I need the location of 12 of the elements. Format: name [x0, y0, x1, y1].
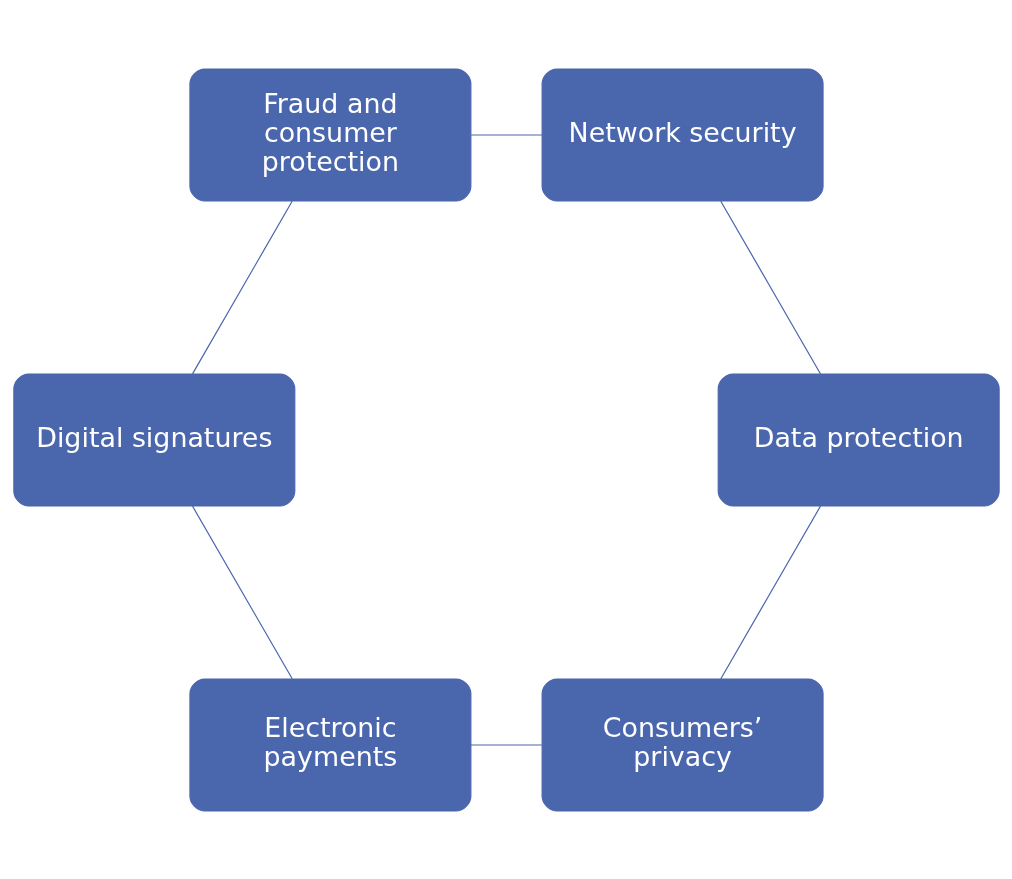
node-box: Data protection	[717, 372, 1000, 507]
node-box: Network security	[541, 67, 824, 202]
connector	[191, 504, 293, 679]
connector	[719, 505, 821, 680]
node-box: Fraud and consumer protection	[188, 67, 471, 202]
node-box: Consumers’ privacy	[541, 677, 824, 812]
connector	[469, 743, 542, 746]
node-box: Electronic payments	[188, 677, 471, 812]
connector	[191, 199, 293, 374]
node-box: Digital signatures	[12, 372, 295, 507]
connector	[719, 200, 821, 375]
connector	[470, 133, 543, 136]
